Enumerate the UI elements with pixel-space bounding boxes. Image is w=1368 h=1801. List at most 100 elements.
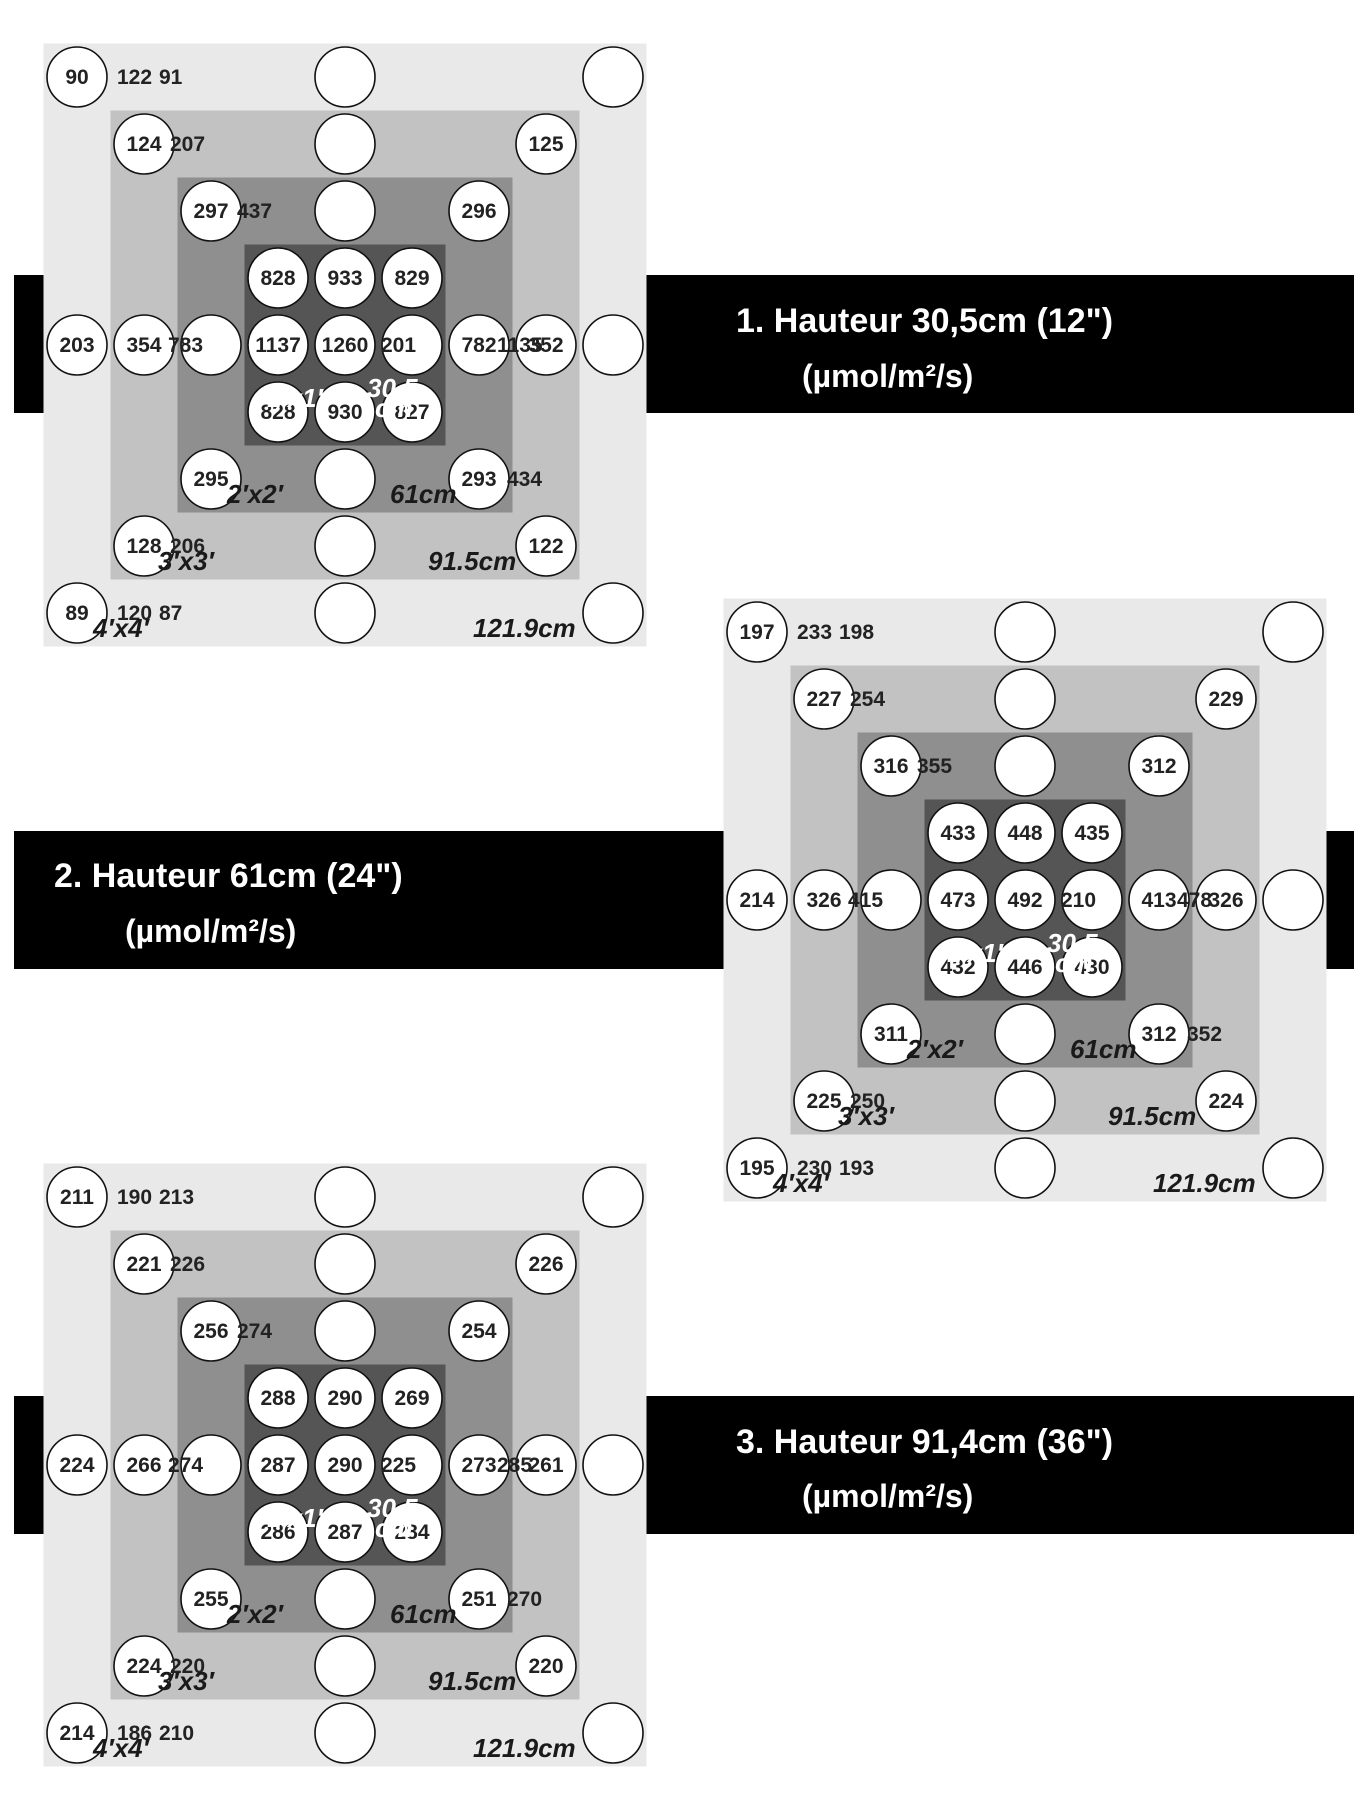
label-1x1: 1′x1′ — [267, 1503, 325, 1533]
measurement-point — [46, 1166, 108, 1228]
reading-row_e3: 285 — [497, 1454, 532, 1477]
label-2x2: 2′x2′ — [906, 1034, 965, 1064]
reading-ring3_nw_a: 226 — [170, 1253, 205, 1276]
measurement-point — [994, 1070, 1056, 1132]
measurement-point — [46, 46, 108, 108]
title-bar-1 — [14, 275, 44, 413]
label-30-5: 30.5 — [367, 373, 418, 403]
measurement-point — [515, 314, 577, 376]
measurement-point — [726, 869, 788, 931]
reading-row_w2: 415 — [848, 889, 883, 912]
reading-ring3_sw: 224 — [126, 1655, 161, 1678]
reading-ring4_nw_a: 233 — [797, 621, 832, 644]
measurement-point — [180, 1434, 242, 1496]
reading-ring1_sw: 286 — [260, 1521, 295, 1544]
measurement-point — [515, 515, 577, 577]
measurement-point — [180, 448, 242, 510]
label-1x1: 1′x1′ — [947, 938, 1005, 968]
label-2x2: 2′x2′ — [226, 1599, 285, 1629]
label-cm: cm — [1055, 948, 1093, 978]
measurement-point — [726, 1137, 788, 1199]
measurement-point — [247, 381, 309, 443]
reading-row_w1: 287 — [260, 1454, 295, 1477]
label-121-9cm: 121.9cm — [473, 613, 576, 643]
reading-ring3_se: 122 — [528, 535, 563, 558]
reading-ring3_nw_a: 254 — [850, 688, 885, 711]
reading-ring2_ne: 254 — [461, 1320, 496, 1343]
measurement-point — [927, 802, 989, 864]
reading-row_e2: 273 — [461, 1454, 496, 1477]
label-121-9cm: 121.9cm — [473, 1733, 576, 1763]
measurement-point — [314, 381, 376, 443]
reading-ring4_nw_a: 122 — [117, 66, 152, 89]
measurement-point — [994, 668, 1056, 730]
reading-ring4_nw: 197 — [739, 621, 774, 644]
reading-ring3_sw_a: 250 — [850, 1090, 885, 1113]
measurement-point — [793, 1070, 855, 1132]
reading-ring1_sw: 432 — [940, 956, 975, 979]
reading-ring2_nw_a: 437 — [237, 200, 272, 223]
measurement-point — [314, 1300, 376, 1362]
label-61cm: 61cm — [1070, 1034, 1137, 1064]
measurement-point — [314, 1434, 376, 1496]
measurement-point — [448, 314, 510, 376]
measurement-point — [113, 1233, 175, 1295]
measurement-point — [314, 314, 376, 376]
reading-row_w4: 203 — [59, 334, 94, 357]
reading-ring2_se_a: 270 — [507, 1588, 542, 1611]
reading-center: 1260 — [322, 334, 369, 357]
measurement-point — [314, 515, 376, 577]
measurement-point — [1128, 735, 1190, 797]
measurement-point — [381, 247, 443, 309]
measurement-point — [180, 1568, 242, 1630]
measurement-point — [381, 1367, 443, 1429]
reading-ring4_nw_a: 190 — [117, 1186, 152, 1209]
measurement-point — [247, 247, 309, 309]
measurement-point — [1061, 869, 1123, 931]
measurement-point — [180, 1300, 242, 1362]
reading-ring3_se: 220 — [528, 1655, 563, 1678]
label-91-5cm: 91.5cm — [1108, 1101, 1196, 1131]
measurement-point — [381, 381, 443, 443]
reading-ring2_se: 251 — [461, 1588, 496, 1611]
reading-row_e3: 1135 — [497, 334, 543, 357]
reading-ring3_nw: 221 — [126, 1253, 161, 1276]
reading-ring2_se: 312 — [1141, 1023, 1176, 1046]
measurement-point — [860, 735, 922, 797]
measurement-point — [793, 869, 855, 931]
title-bar-2 — [646, 1396, 1354, 1534]
measurement-point — [314, 1166, 376, 1228]
measurement-point — [247, 314, 309, 376]
measurement-point — [994, 869, 1056, 931]
measurement-point — [46, 1702, 108, 1764]
measurement-point — [582, 46, 644, 108]
measurement-point — [994, 936, 1056, 998]
title-bar-1 — [14, 831, 726, 969]
diagram-3: 3. Hauteur 91,4cm (36")(µmol/m²/s)211221… — [14, 1163, 1354, 1767]
reading-ring2_nw: 256 — [193, 1320, 228, 1343]
measurement-point — [582, 582, 644, 644]
measurement-point — [448, 1300, 510, 1362]
reading-row_w1: 473 — [940, 889, 975, 912]
reading-ring2_nw_a: 355 — [917, 755, 952, 778]
reading-ring1_s: 446 — [1007, 956, 1042, 979]
reading-ring4_sw_a: 120 — [117, 602, 152, 625]
measurement-point — [180, 314, 242, 376]
measurement-point — [314, 1367, 376, 1429]
label-1x1: 1′x1′ — [267, 383, 325, 413]
reading-ring1_s: 287 — [327, 1521, 362, 1544]
measurement-point — [582, 1434, 644, 1496]
reading-ring3_sw_a: 206 — [170, 535, 205, 558]
measurement-point — [1195, 1070, 1257, 1132]
measurement-point — [1195, 869, 1257, 931]
title-bar-2 — [646, 275, 1354, 413]
reading-row_c_a: 225 — [381, 1454, 416, 1477]
reading-ring1_ne: 829 — [394, 267, 429, 290]
reading-row_w3: 354 — [126, 334, 161, 357]
reading-ring2_se_a: 352 — [1187, 1023, 1222, 1046]
measurement-point — [994, 601, 1056, 663]
measurement-point — [314, 180, 376, 242]
reading-row_e2: 782 — [461, 334, 496, 357]
reading-ring4_sw: 195 — [739, 1157, 774, 1180]
